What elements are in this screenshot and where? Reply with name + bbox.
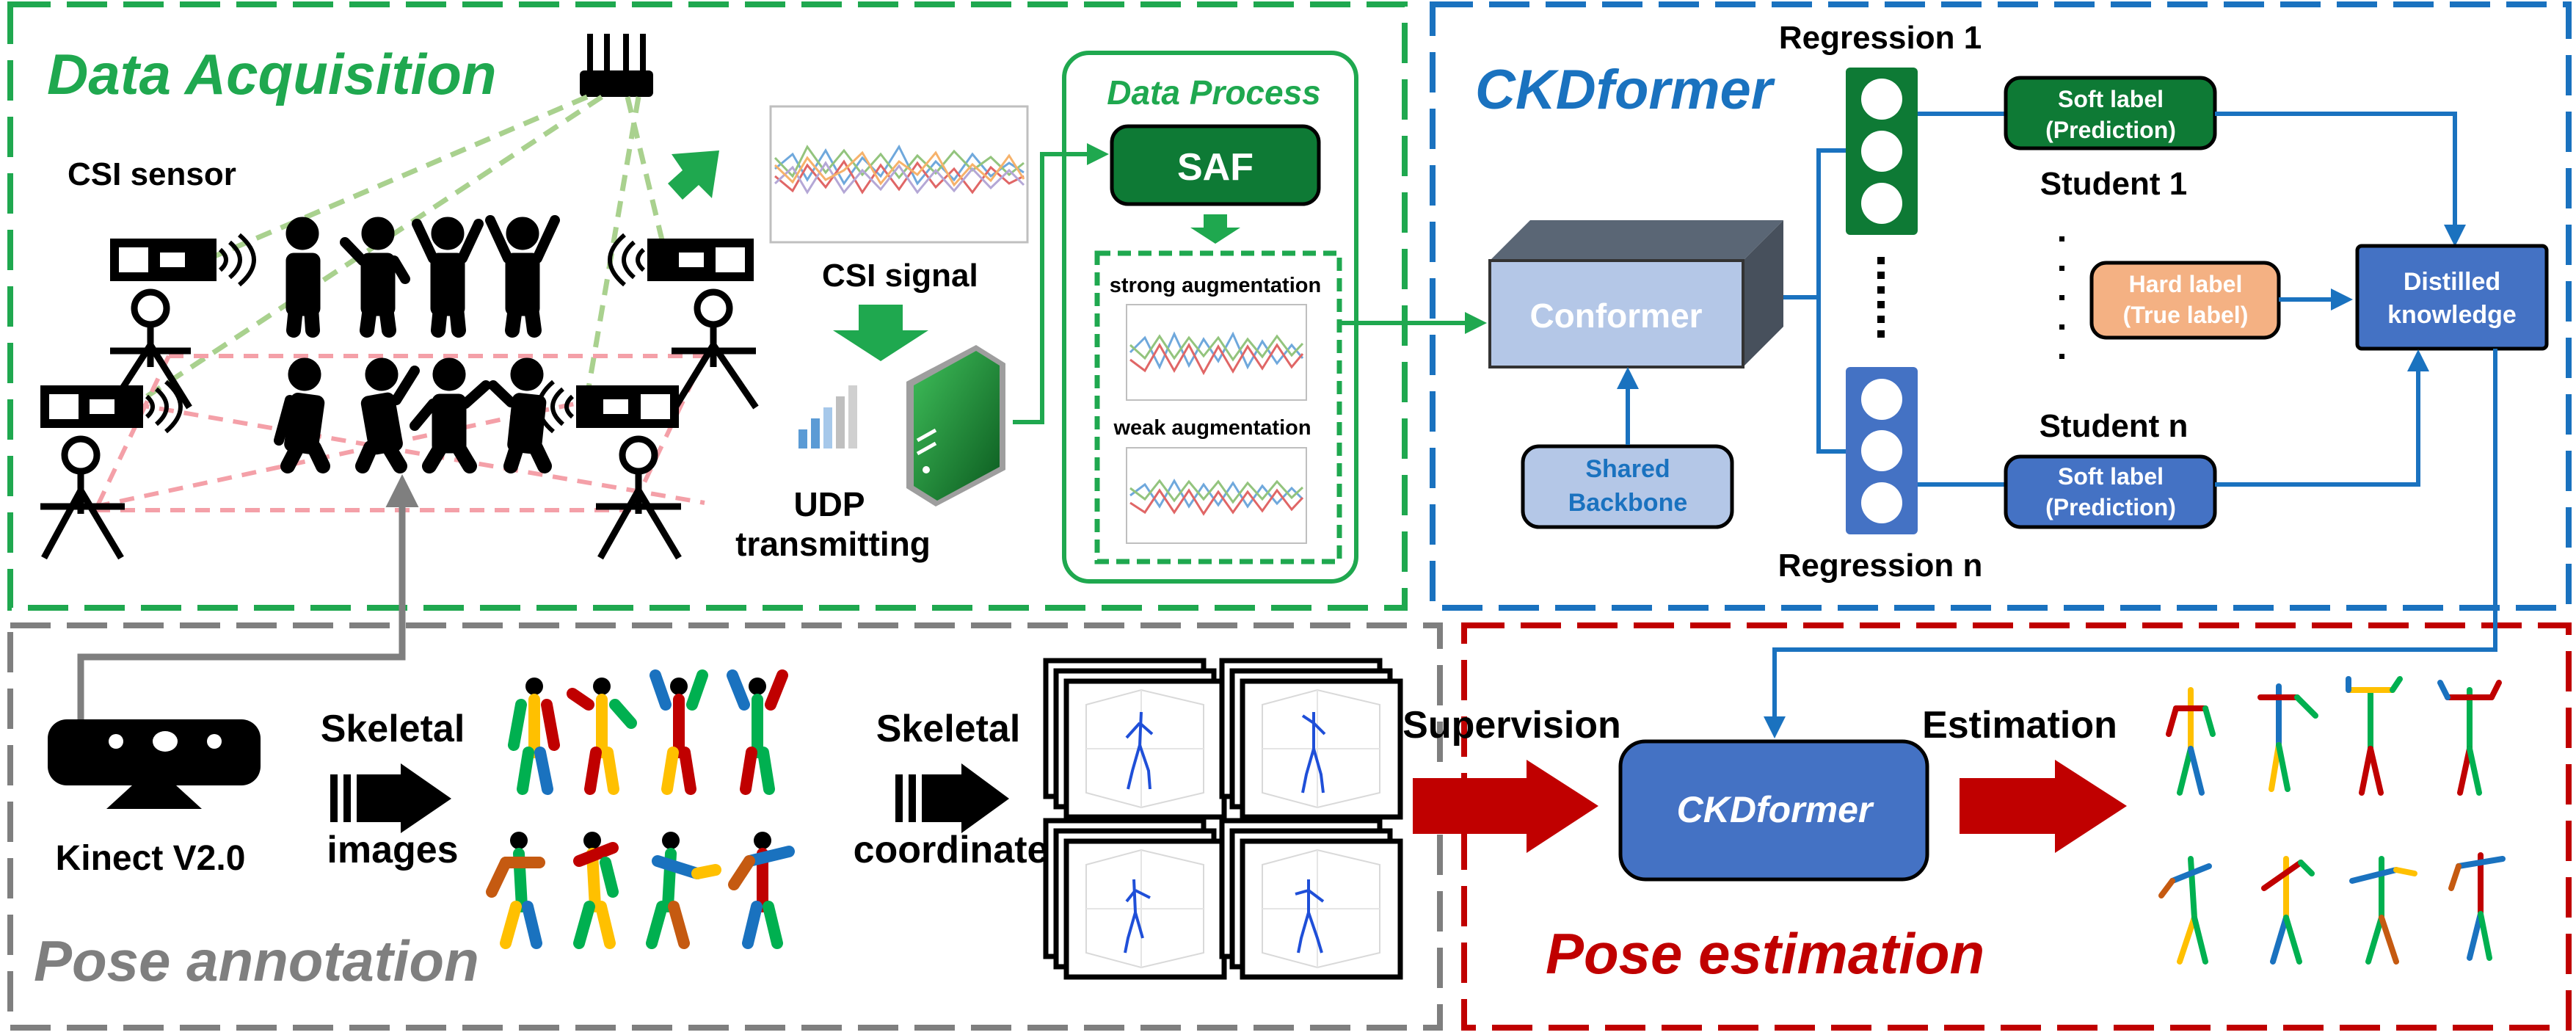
arrow-skeletal-images (330, 763, 451, 833)
skeletal-coordinates-label-2: coordinates (854, 829, 1070, 871)
estimated-poses (2158, 676, 2506, 965)
kinect-label: Kinect V2.0 (56, 839, 246, 878)
signal-bars-icon (798, 385, 857, 448)
skeleton-images (486, 669, 795, 949)
estimation-label: Estimation (1922, 704, 2117, 747)
conformer-branch-link (1783, 148, 1846, 299)
student-1-label: Student 1 (2040, 166, 2187, 202)
strong-aug-plot (1126, 304, 1307, 401)
softn-line2: (Prediction) (2045, 494, 2176, 520)
conformer-block[interactable] (1488, 220, 1783, 368)
estimation-arrow (1960, 760, 2127, 853)
weak-aug-plot (1126, 447, 1307, 544)
ckdformer-model-box[interactable] (1618, 739, 1929, 882)
kinect-icon (48, 719, 261, 809)
kinect-to-people-link (77, 474, 419, 719)
ckdformer-model-label: CKDformer (1677, 789, 1874, 830)
weak-aug-label: weak augmentation (1113, 416, 1311, 440)
backbone-line2: Backbone (1568, 489, 1688, 517)
supervision-label: Supervision (1402, 704, 1621, 747)
udp-label-line2: transmitting (735, 525, 931, 563)
distilled-knowledge-box[interactable] (2355, 244, 2549, 351)
regression-1-label: Regression 1 (1779, 20, 1982, 56)
regression-n-head[interactable] (1846, 367, 1918, 534)
people-row-1 (285, 215, 560, 338)
annotation-frame (7, 622, 1443, 1031)
skeletal-coordinates-label-1: Skeletal (876, 708, 1021, 750)
data-process-title: Data Process (1107, 73, 1321, 112)
regression-n-label: Regression n (1778, 548, 1983, 584)
server-icon (906, 345, 1005, 506)
acquisition-title: Data Acquisition (47, 42, 497, 106)
supervision-arrow (1413, 760, 1598, 853)
udp-label-line1: UDP (793, 485, 865, 523)
skeletal-images-label-2: images (327, 829, 458, 871)
soft1-line1: Soft label (2058, 86, 2164, 112)
csi-sensor-bottom-right (536, 380, 682, 560)
augmentation-box (1094, 250, 1342, 564)
arrow-skeletal-coordinates (895, 763, 1009, 833)
green-arrow-down (833, 305, 928, 361)
server-to-saf-link (1013, 143, 1109, 424)
estimation-frame (1461, 622, 2572, 1031)
conformer-branch-link-n (1816, 297, 1846, 454)
csi-sensor-top-right (608, 233, 759, 410)
shared-backbone-box[interactable] (1521, 444, 1734, 529)
csi-sensor-label: CSI sensor (68, 156, 236, 192)
router-icon (580, 34, 653, 97)
saf-down-arrow (1190, 214, 1240, 244)
ckdformer-frame (1430, 1, 2572, 611)
conformer-label: Conformer (1529, 297, 1702, 335)
acquisition-frame (7, 1, 1408, 611)
data-process-box (1062, 51, 1358, 584)
people-row-2 (274, 357, 552, 473)
distilled-to-ckdformer-link (1764, 349, 2497, 738)
csi-sensor-bottom-left (40, 380, 183, 560)
estimation-title: Pose estimation (1546, 921, 1984, 986)
csi-signal-plot (769, 105, 1029, 244)
wireless-links (145, 94, 671, 399)
green-arrow-to-signal (668, 150, 719, 200)
softn-line1: Soft label (2058, 463, 2164, 490)
student-n-label: Student n (2040, 408, 2188, 444)
coordinate-plots (1043, 658, 1403, 980)
strong-aug-label: strong augmentation (1110, 274, 1321, 297)
regression-ellipsis (1877, 257, 1885, 338)
hard-line2: (True label) (2123, 302, 2249, 328)
saf-box[interactable] (1110, 124, 1321, 206)
softn-to-distilled-link (2215, 349, 2429, 487)
saf-label: SAF (1177, 146, 1254, 189)
soft1-line2: (Prediction) (2045, 117, 2176, 143)
annotation-title: Pose annotation (34, 929, 479, 993)
csi-sensor-top-left (107, 233, 256, 410)
regression-1-head[interactable] (1846, 68, 1918, 235)
soft-label-n-box[interactable] (2004, 454, 2217, 529)
ckdformer-title: CKDformer (1475, 59, 1776, 121)
hard-line1: Hard label (2129, 271, 2243, 297)
csi-signal-label: CSI signal (822, 258, 978, 294)
soft1-to-distilled-link (2215, 112, 2466, 247)
skeletal-images-label-1: Skeletal (321, 708, 465, 750)
distilled-line2: knowledge (2387, 301, 2517, 329)
distilled-line1: Distilled (2404, 268, 2500, 296)
backbone-line1: Shared (1585, 455, 1670, 483)
student-ellipsis (2059, 236, 2064, 359)
